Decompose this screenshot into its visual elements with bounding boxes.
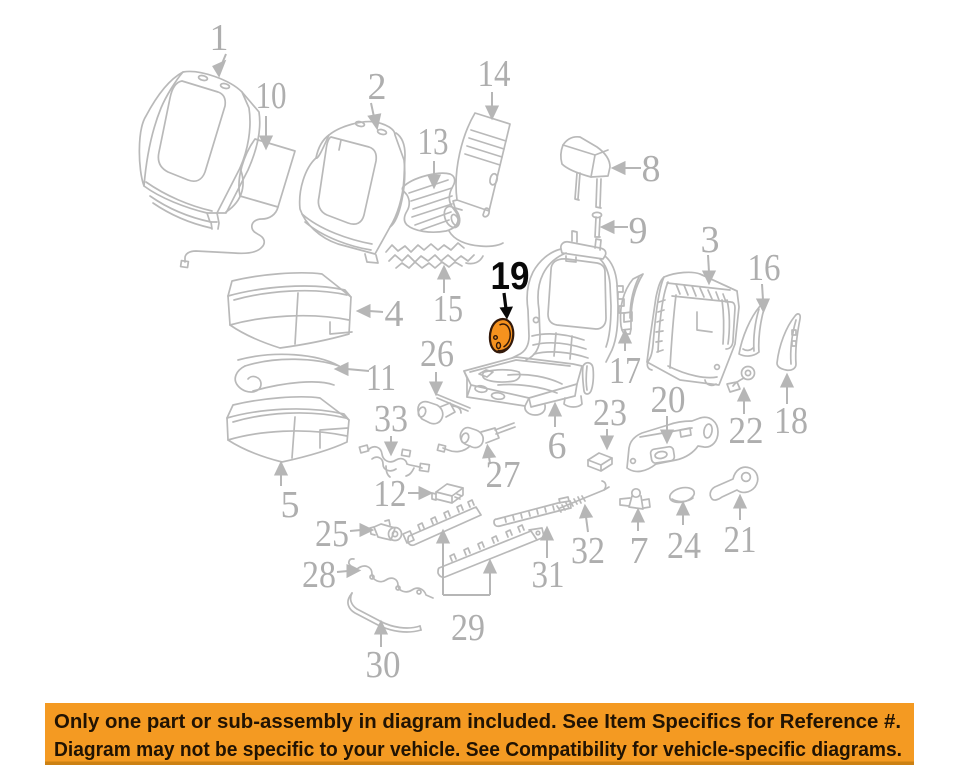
svg-text:17: 17	[609, 350, 641, 392]
svg-text:28: 28	[302, 554, 336, 596]
svg-text:Only one part or sub-assembly: Only one part or sub-assembly in diagram…	[54, 710, 901, 733]
svg-text:18: 18	[774, 400, 808, 442]
svg-text:4: 4	[385, 293, 404, 335]
svg-text:19: 19	[491, 255, 530, 298]
svg-text:14: 14	[478, 53, 511, 95]
svg-text:11: 11	[366, 357, 396, 399]
svg-text:10: 10	[256, 75, 287, 117]
svg-text:5: 5	[281, 484, 300, 526]
svg-text:20: 20	[651, 379, 686, 421]
svg-text:24: 24	[667, 525, 701, 567]
svg-text:13: 13	[418, 121, 449, 163]
svg-text:7: 7	[630, 530, 649, 572]
svg-text:3: 3	[701, 219, 720, 261]
svg-text:25: 25	[315, 513, 349, 555]
svg-text:33: 33	[374, 398, 408, 440]
svg-text:Diagram may not be specific to: Diagram may not be specific to your vehi…	[54, 738, 902, 761]
svg-text:15: 15	[433, 288, 463, 330]
svg-text:29: 29	[451, 607, 485, 649]
svg-text:21: 21	[724, 519, 757, 561]
svg-text:1: 1	[210, 17, 229, 59]
svg-text:32: 32	[571, 530, 605, 572]
svg-text:6: 6	[548, 425, 567, 467]
svg-text:8: 8	[642, 148, 661, 190]
svg-text:12: 12	[374, 473, 407, 515]
svg-text:9: 9	[629, 210, 648, 252]
svg-text:22: 22	[729, 410, 764, 452]
svg-text:2: 2	[368, 66, 387, 108]
svg-text:30: 30	[366, 644, 401, 686]
svg-text:26: 26	[420, 333, 454, 375]
svg-text:23: 23	[593, 392, 627, 434]
svg-text:31: 31	[532, 554, 565, 596]
svg-text:27: 27	[486, 454, 521, 496]
svg-text:16: 16	[748, 247, 781, 289]
